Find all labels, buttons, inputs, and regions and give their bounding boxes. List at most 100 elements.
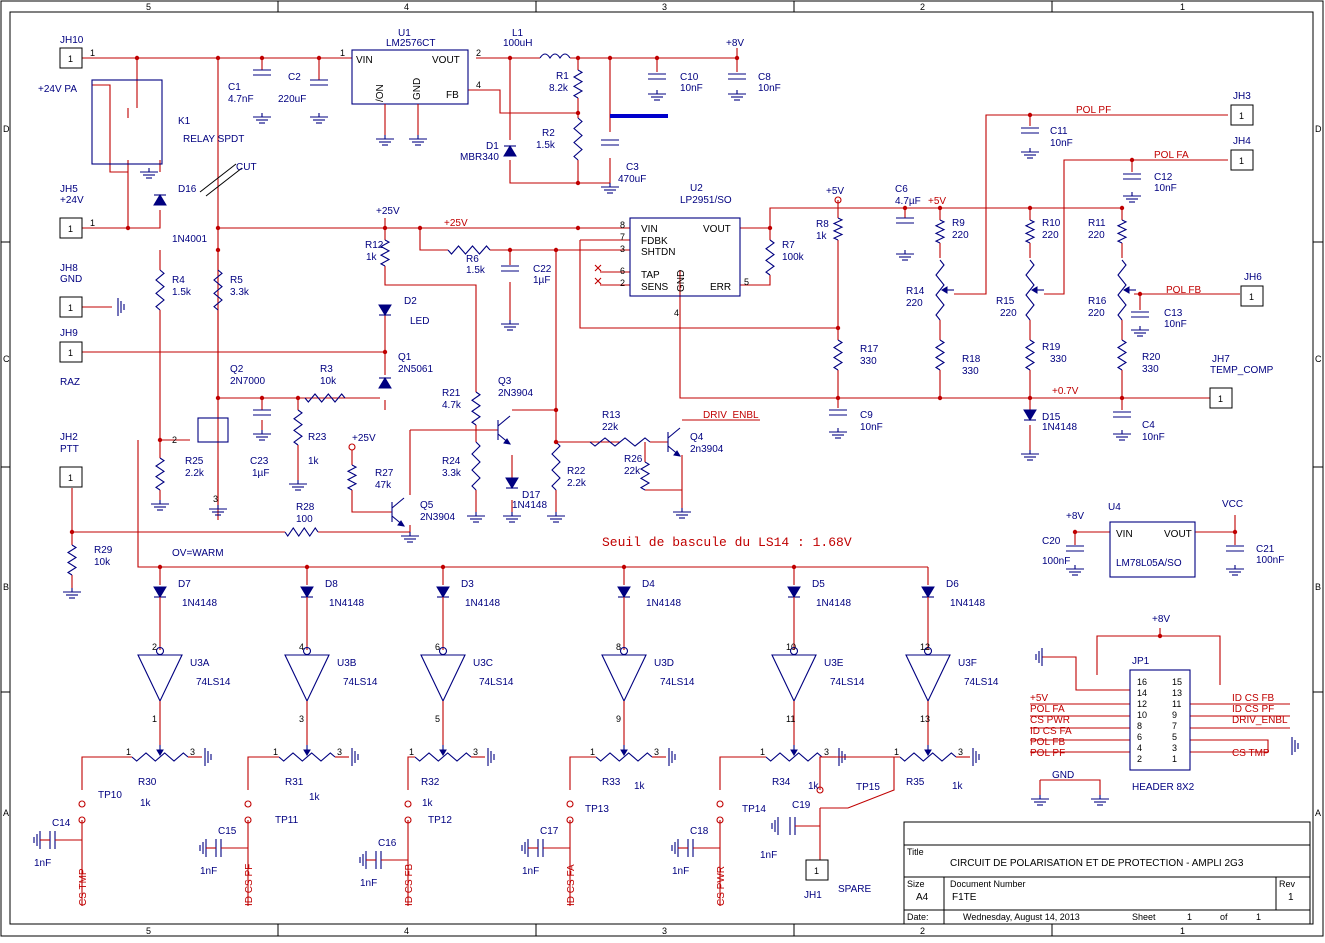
resistor-r6 (447, 245, 491, 255)
inverter-u3d (601, 646, 647, 703)
ground-symbol (253, 430, 271, 441)
label-jh6: JH6 (1244, 272, 1262, 283)
svg-text:8: 8 (620, 220, 625, 230)
u2-pin-err: ERR (710, 282, 731, 293)
u2-pin-gnd: GND (676, 270, 687, 292)
net-p5v-r8: +5V (826, 186, 844, 197)
label-c13: C13 (1164, 308, 1183, 319)
capacitor-c9 (829, 409, 847, 416)
label-jp1: JP1 (1132, 656, 1150, 667)
connector-jh4-pin: 1 (1239, 156, 1244, 166)
u2-pin-tap: TAP (641, 270, 660, 281)
ground-symbol (1113, 430, 1131, 441)
label-q4-value: 2n3904 (690, 444, 724, 455)
svg-text:12: 12 (920, 642, 930, 652)
label-c15-value: 1nF (200, 866, 217, 877)
label-u4-value: LM78L05A/SO (1116, 558, 1182, 569)
svg-text:2: 2 (172, 435, 177, 445)
label-u3c: U3C (473, 658, 493, 669)
title-text: CIRCUIT DE POLARISATION ET DE PROTECTION… (950, 858, 1244, 869)
label-r16: R16 (1088, 296, 1107, 307)
ground-symbol (728, 90, 746, 101)
part-graphics (91, 49, 1196, 771)
label-r6-value: 1.5k (466, 265, 486, 276)
label-u3e-value: 74LS14 (830, 677, 865, 688)
capacitor-c15 (215, 839, 222, 857)
transistor-q5 (391, 497, 405, 527)
potentiometer-r30 (131, 752, 189, 762)
label-c19: C19 (792, 800, 811, 811)
label-u2-value: LP2951/SO (680, 195, 732, 206)
jp1-pin-right-11: 11 (1172, 699, 1181, 709)
label-r14-value: 220 (906, 298, 923, 309)
label-c16-value: 1nF (360, 878, 377, 889)
ground-symbol (673, 508, 691, 519)
capacitor-c2 (310, 79, 328, 86)
label-q4: Q4 (690, 432, 704, 443)
net-2: ID CS FB (404, 863, 415, 906)
resistor-r2 (573, 117, 583, 161)
jp1-net-right-1: ID CS PF (1232, 704, 1274, 715)
label-r13-value: 22k (602, 422, 619, 433)
frame-col-top-1: 1 (1180, 2, 1185, 12)
label-k1: K1 (178, 116, 191, 127)
svg-text:3: 3 (337, 747, 342, 757)
label-jh2: JH2 (60, 432, 78, 443)
resistor-r22 (551, 441, 561, 491)
label-q2: Q2 (230, 364, 244, 375)
capacitor-c1 (253, 69, 271, 76)
svg-text:3: 3 (824, 747, 829, 757)
frame-row-right-B: B (1315, 582, 1321, 592)
resistor-r18 (934, 339, 946, 371)
label-r3: R3 (320, 364, 333, 375)
label-u3d-value: 74LS14 (660, 677, 695, 688)
rev-value: 1 (1288, 892, 1294, 903)
label-q5-value: 2N3904 (420, 512, 455, 523)
label-jh5-note: +24V (60, 195, 84, 206)
svg-text:3: 3 (213, 494, 218, 504)
frame-col-bot-4: 4 (404, 926, 409, 936)
svg-text:4: 4 (476, 80, 481, 90)
u1-pin-on: /ON (375, 84, 386, 102)
u4-pin-vout: VOUT (1164, 529, 1192, 540)
label-r20-value: 330 (1142, 364, 1159, 375)
label-r4: R4 (172, 275, 185, 286)
potentiometer-r15 (1025, 259, 1035, 321)
svg-text:6: 6 (620, 266, 625, 276)
label-tp11: TP11 (275, 815, 299, 826)
label-jh1-note: SPARE (838, 884, 871, 895)
label-d2-value: LED (410, 316, 429, 327)
label-r5-value: 3.3k (230, 287, 250, 298)
resistor-r21 (471, 391, 481, 426)
label-jp1-value: HEADER 8X2 (1132, 782, 1195, 793)
connector-jh5-pin: 1 (68, 224, 73, 234)
label-u3a: U3A (190, 658, 210, 669)
label-u3a-value: 74LS14 (196, 677, 231, 688)
label-c18: C18 (690, 826, 709, 837)
label-r6: R6 (466, 254, 479, 265)
resistor-r11 (1116, 219, 1128, 244)
label-r18-value: 330 (962, 366, 979, 377)
jp1-pin-right-7: 7 (1172, 721, 1177, 731)
connector-jh5 (59, 217, 83, 239)
size-value: A4 (916, 892, 929, 903)
svg-text:4: 4 (299, 642, 304, 652)
frame-row-left-B: B (3, 582, 9, 592)
potentiometer-r16 (1117, 259, 1127, 321)
capacitor-c21 (1226, 545, 1244, 552)
label-r9: R9 (952, 218, 965, 229)
label-c17: C17 (540, 826, 559, 837)
label-r34-value: 1k (808, 781, 820, 792)
label-d3: D3 (461, 579, 474, 590)
label-jh10: JH10 (60, 35, 84, 46)
ground-symbol (467, 512, 485, 523)
ground-k1 (140, 168, 158, 179)
jp1-pin-left-14: 14 (1137, 688, 1147, 698)
net-gnd-jp1: GND (1052, 770, 1074, 781)
jp1-net-left-5: POL PF (1030, 748, 1065, 759)
ground-symbol (1226, 565, 1244, 576)
label-r12: R12 (365, 240, 384, 251)
potentiometer-r33 (595, 752, 653, 762)
label-d1: D1 (486, 141, 499, 152)
ground-symbol (253, 113, 271, 124)
